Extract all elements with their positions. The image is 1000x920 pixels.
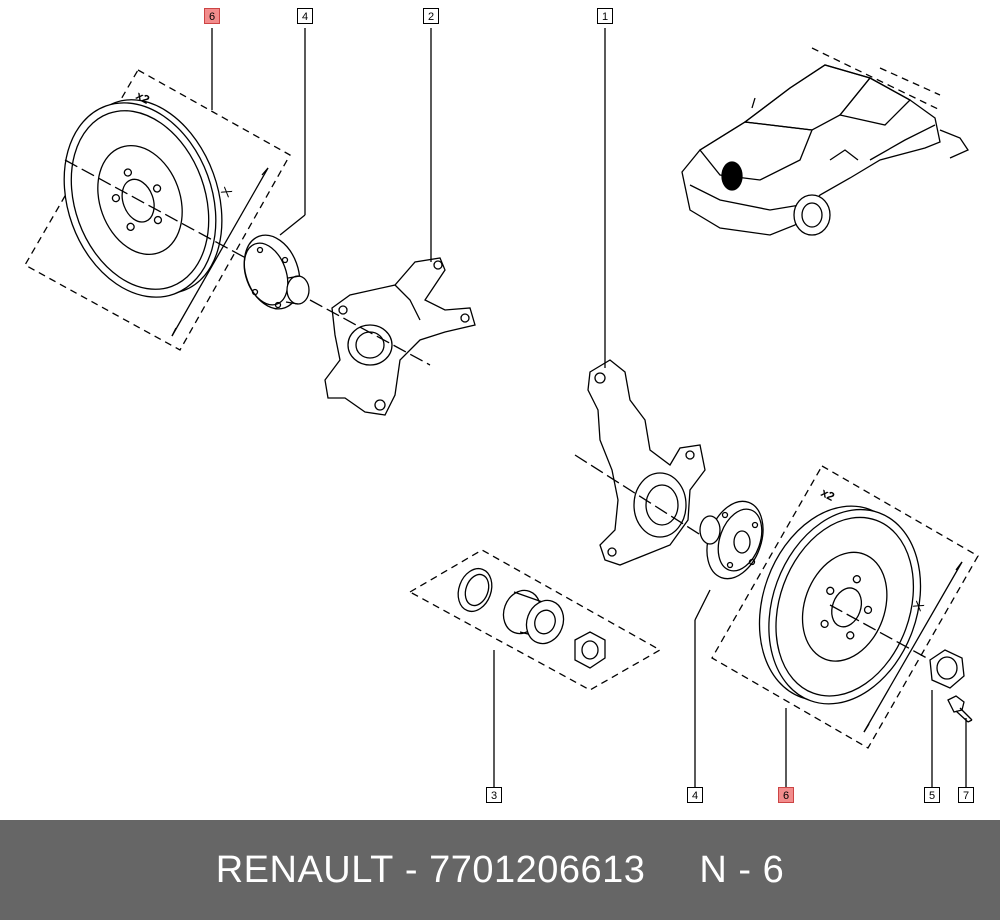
diagram-drawing: x2 X x2 X: [24, 28, 979, 788]
left-dim-line: [171, 167, 269, 337]
callout-2-top: 2: [423, 8, 439, 24]
car-illustration: [681, 64, 969, 236]
left-steering-knuckle: [324, 257, 476, 416]
wheel-bolt: [947, 695, 973, 723]
callout-7-bottom: 7: [958, 787, 974, 803]
part-number: 7701206613: [429, 848, 646, 891]
right-dim-line: [863, 561, 963, 733]
callout-4-bottom: 4: [687, 787, 703, 803]
left-wheel-hub: [243, 234, 310, 310]
left-qty-label: x2: [134, 88, 153, 107]
left-disc-dashed-box: [24, 69, 291, 351]
right-disc-dashed-box: [711, 465, 979, 749]
callout-6-bottom: 6: [778, 787, 794, 803]
exploded-parts-diagram: x2 X x2 X 6 4 2 1 3 4 6 5 7: [24, 8, 979, 803]
callout-4-top: 4: [297, 8, 313, 24]
hub-nut: [929, 649, 965, 689]
right-qty-label: x2: [819, 485, 838, 504]
callout-6-top: 6: [204, 8, 220, 24]
callout-1-top: 1: [597, 8, 613, 24]
callout-5-bottom: 5: [924, 787, 940, 803]
separator: -: [404, 848, 418, 891]
left-brake-disc: [63, 99, 223, 298]
right-steering-knuckle: [587, 359, 706, 566]
brand-name: RENAULT: [215, 848, 394, 891]
right-wheel-hub: [699, 500, 764, 580]
right-brake-disc: [758, 505, 922, 705]
reference-label: N - 6: [699, 848, 785, 891]
part-info-footer: RENAULT - 7701206613 N - 6: [0, 820, 1000, 920]
callout-3-bottom: 3: [486, 787, 502, 803]
bearing-kit: [457, 567, 606, 669]
bearing-kit-dashed-box: [408, 549, 662, 691]
